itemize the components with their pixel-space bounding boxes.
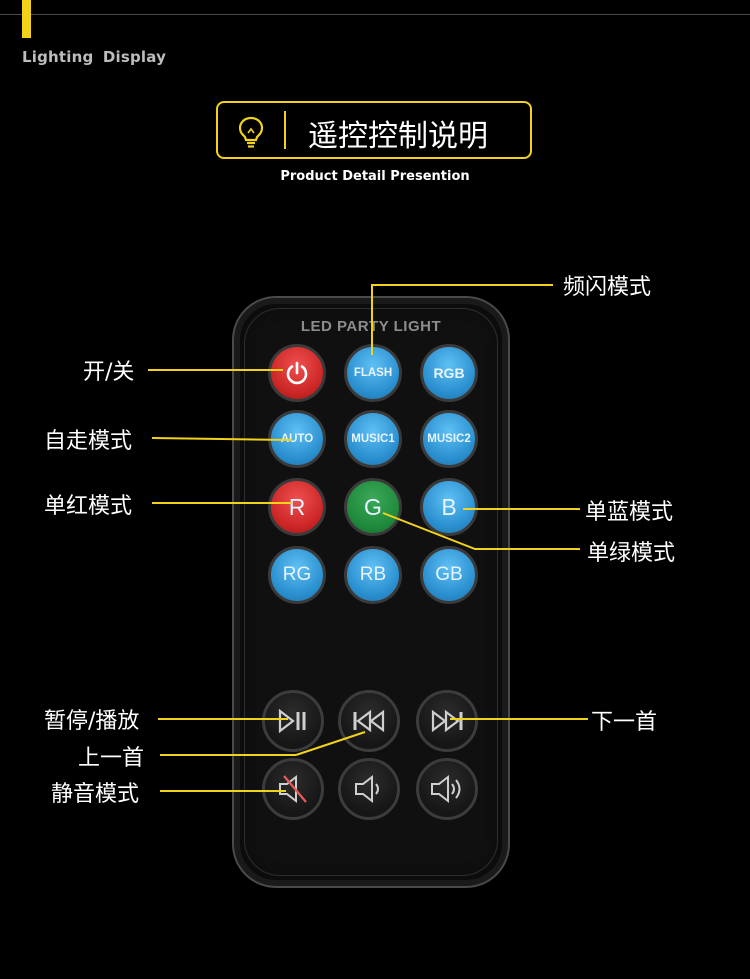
callout-next: 下一首 <box>591 710 658 735</box>
red-button[interactable]: R <box>268 478 326 536</box>
callout-red: 单红模式 <box>44 494 133 519</box>
play-pause-icon <box>278 708 306 734</box>
button-label: RGB <box>433 365 465 381</box>
page-title: 遥控控制说明 <box>308 119 488 154</box>
previous-track-icon <box>353 709 385 733</box>
green-button[interactable]: G <box>344 478 402 536</box>
mute-button[interactable] <box>262 758 324 820</box>
next-track-button[interactable] <box>416 690 478 752</box>
button-label: AUTO <box>280 433 314 445</box>
button-label: R <box>288 493 306 520</box>
power-button[interactable] <box>268 344 326 402</box>
button-label: RB <box>359 564 387 585</box>
callout-auto: 自走模式 <box>44 429 133 454</box>
volume-up-icon <box>431 774 461 804</box>
button-label: GB <box>435 564 463 585</box>
button-label: G <box>364 493 382 520</box>
lightbulb-icon <box>238 116 264 148</box>
auto-leader-line <box>151 437 293 441</box>
button-label: MUSIC2 <box>427 433 471 445</box>
rb-button[interactable]: RB <box>344 546 402 604</box>
power-icon <box>286 361 308 385</box>
rgb-button[interactable]: RGB <box>420 344 478 402</box>
remote-brand: LED PARTY LIGHT <box>300 318 442 335</box>
previous-leader-diagonal <box>295 731 366 756</box>
title-separator <box>284 111 286 149</box>
page-subtitle: Product Detail Presention <box>280 169 470 184</box>
button-label: B <box>441 493 457 520</box>
button-label: MUSIC1 <box>351 433 395 445</box>
next-track-icon <box>431 709 463 733</box>
callout-blue: 单蓝模式 <box>585 500 674 525</box>
gb-button[interactable]: GB <box>420 546 478 604</box>
play-pause-button[interactable] <box>262 690 324 752</box>
strobe-leader-line <box>371 284 553 355</box>
callout-green: 单绿模式 <box>587 541 676 566</box>
section-label: Lighting Display <box>22 48 167 66</box>
callout-mute: 静音模式 <box>51 782 140 807</box>
top-rule <box>0 14 750 15</box>
button-label: RG <box>282 564 312 585</box>
top-accent-bar <box>22 0 31 38</box>
volume-up-button[interactable] <box>416 758 478 820</box>
mute-icon <box>279 774 307 804</box>
music2-button[interactable]: MUSIC2 <box>420 410 478 468</box>
blue-button[interactable]: B <box>420 478 478 536</box>
rg-button[interactable]: RG <box>268 546 326 604</box>
callout-previous: 上一首 <box>78 746 145 771</box>
callout-power: 开/关 <box>83 360 135 385</box>
green-leader-line <box>382 512 580 550</box>
callout-play-pause: 暂停/播放 <box>44 709 140 734</box>
previous-track-button[interactable] <box>338 690 400 752</box>
title-box: 遥控控制说明 <box>216 101 532 159</box>
music1-button[interactable]: MUSIC1 <box>344 410 402 468</box>
volume-down-button[interactable] <box>338 758 400 820</box>
callout-strobe: 频闪模式 <box>563 275 652 300</box>
volume-down-icon <box>355 774 379 804</box>
button-label: FLASH <box>353 367 393 379</box>
